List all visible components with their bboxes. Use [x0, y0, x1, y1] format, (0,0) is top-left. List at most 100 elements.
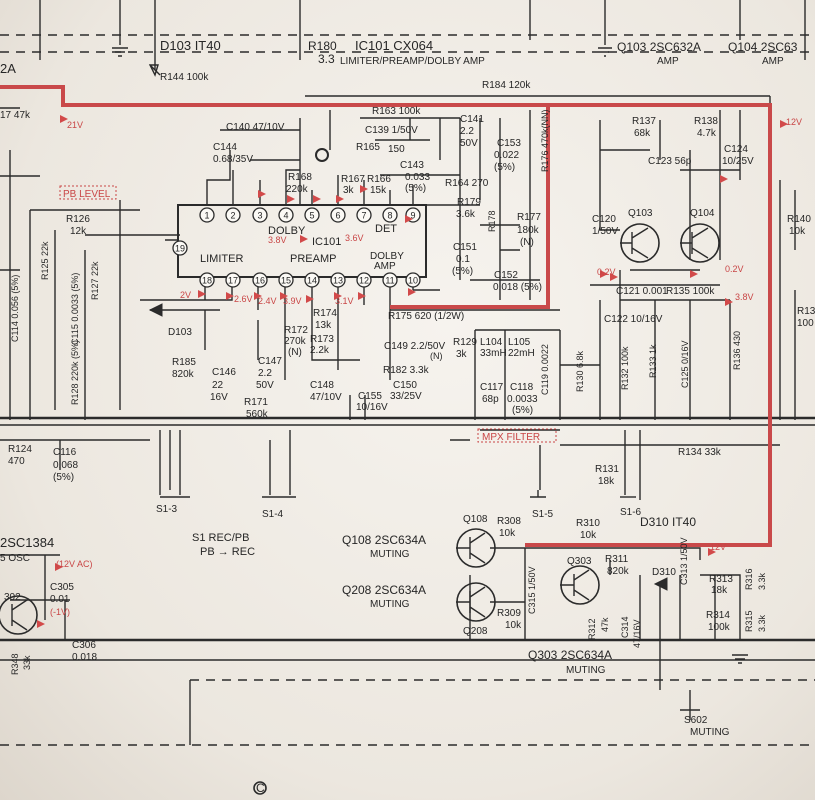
c147-label: C147 [258, 356, 282, 367]
r165-value: 150 [388, 144, 405, 155]
r309-label: R309 [497, 608, 521, 619]
ic-pin-3 [252, 207, 268, 223]
r133-label: R133 1k [648, 344, 658, 378]
r185-value: 820k [172, 369, 195, 380]
v-pin17: 2.6V [234, 294, 253, 304]
c117-label: C117 [480, 382, 504, 393]
ic-pin-12 [356, 272, 372, 288]
r309-value: 10k [505, 620, 522, 631]
v-21v-left: 21V [67, 120, 83, 130]
oscillator-labels: 2SC1384 5 OSC 302 C305 0.01 C306 0.018 R… [0, 535, 97, 675]
r129-value: 3k [456, 349, 468, 360]
c155-label: C155 [358, 391, 382, 402]
ic-pin-4-number: 4 [283, 211, 288, 221]
ic-pin-17 [225, 272, 241, 288]
l105-value: 22mH [508, 348, 535, 359]
c152-value: 0.018 (5%) [493, 282, 542, 293]
ic-pin-19-number: 19 [175, 244, 185, 254]
q302-label: 302 [4, 592, 21, 603]
r139-label: R139 [797, 306, 815, 317]
ic-pin-10 [405, 272, 421, 288]
c116-value-2: (5%) [53, 472, 74, 483]
d103-title: D103 IT40 [160, 38, 221, 53]
q303-label: Q303 [567, 556, 592, 567]
ic-pin-8-number: 8 [387, 211, 392, 221]
ic-pin-6 [330, 207, 346, 223]
ic-pin-11-number: 11 [385, 276, 394, 286]
c141-value-1: 2.2 [460, 126, 474, 137]
ic-label-preamp: PREAMP [290, 253, 336, 265]
v-pin15: 3.9V [283, 296, 302, 306]
c118-value-1: 0.0033 [507, 394, 538, 405]
r180-value: 3.3 [318, 52, 335, 66]
mpx-filter-box [477, 428, 557, 443]
c314-value: 47/16V [632, 619, 642, 648]
q103-title: Q103 2SC632A [617, 40, 701, 54]
r166-label: R166 [367, 174, 391, 185]
v-q103-base: 0.2V [597, 267, 616, 277]
r138-label: R138 [694, 116, 718, 127]
c153-label: C153 [497, 138, 521, 149]
c115-label: C115 0.0033 (5%) [70, 273, 80, 345]
c116-label: C116 [53, 447, 77, 458]
r174-label: R174 [313, 308, 337, 319]
pb-level-label: PB LEVEL [63, 189, 111, 200]
ic-pin-18-number: 18 [202, 276, 212, 286]
c152-label: C152 [494, 270, 518, 281]
r140-value: 10k [789, 226, 806, 237]
c144-label: C144 [213, 142, 237, 153]
r180-label: R180 [308, 39, 337, 53]
r311-label: R311 [605, 554, 629, 565]
r131-value: 18k [598, 476, 615, 487]
r164-label: R164 270 [445, 178, 489, 189]
r167-value: 3k [343, 185, 355, 196]
r184-label: R184 120k [482, 80, 531, 91]
r126-label: R126 [66, 214, 90, 225]
r129-label: R129 [453, 337, 477, 348]
c306-value: 0.018 [72, 652, 97, 663]
c315-label: C315 1/50V [527, 566, 537, 614]
red-signal-path [0, 85, 772, 547]
c147-value-2: 50V [256, 380, 274, 391]
v-pin6: 3.6V [345, 233, 364, 243]
ic-pin-2-number: 2 [230, 211, 235, 221]
r168-value: 220k [286, 184, 309, 195]
c117-value: 68p [482, 394, 499, 405]
ic-pin-17-number: 17 [228, 276, 238, 286]
r314-value: 100k [708, 622, 731, 633]
c147-value-1: 2.2 [258, 368, 272, 379]
ic-pin-13 [330, 272, 346, 288]
q104-role: AMP [762, 56, 784, 67]
r137-value: 68k [634, 128, 651, 139]
v-q104-emit: 3.8V [735, 292, 754, 302]
c150-value: 33/25V [390, 391, 422, 402]
c119-label: C119 0.0022 [540, 344, 550, 395]
ic-pin-8 [382, 207, 398, 223]
c149-label: C149 2.2/50V [384, 341, 445, 352]
mpx-filter-label: MPX FILTER [482, 432, 540, 443]
ic-pin-16-number: 16 [255, 276, 265, 286]
r173-label: R173 [310, 334, 334, 345]
q208-label: Q208 [463, 626, 488, 637]
r171-label: R171 [244, 397, 268, 408]
r177-value-1: 180k [517, 225, 540, 236]
r166-value: 15k [370, 185, 387, 196]
r172-value-2: (N) [288, 347, 302, 358]
c123-label: C123 56p [648, 156, 692, 167]
r179-label: R179 [457, 197, 481, 208]
l104-value: 33mH [480, 348, 507, 359]
transistor-symbols [0, 148, 720, 795]
c151-value-2: (5%) [452, 266, 473, 277]
ic-label-det: DET [375, 223, 397, 235]
component-labels: R144 100k 17 47k R184 120k R163 100k C14… [0, 72, 815, 487]
r315-label: R315 [744, 610, 754, 632]
r310-label: R310 [576, 518, 600, 529]
ic-pin-5-number: 5 [309, 211, 314, 221]
ic-pin-14-number: 14 [307, 276, 317, 286]
s1-mode: PB → REC [200, 546, 255, 558]
c114-label: C114 0.056 (5%) [10, 275, 20, 342]
c146-label: C146 [212, 367, 236, 378]
r172-label: R172 [284, 325, 308, 336]
